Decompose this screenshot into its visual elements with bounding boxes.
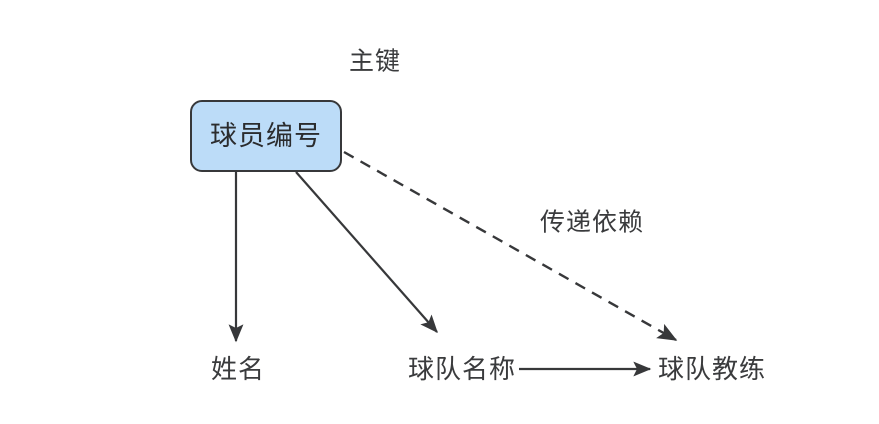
transitive-dependency-annotation: 传递依赖 <box>539 207 645 237</box>
primary-key-annotation: 主键 <box>348 46 402 76</box>
primary-key-node[interactable]: 球员编号 <box>190 100 342 172</box>
key-to-team-name-edge <box>295 171 438 333</box>
team-name-attribute[interactable]: 球队名称 <box>407 355 517 385</box>
name-attribute[interactable]: 姓名 <box>210 355 266 385</box>
team-coach-attribute[interactable]: 球队教练 <box>657 355 767 385</box>
key-to-team-coach-dashed-edge <box>343 150 678 342</box>
